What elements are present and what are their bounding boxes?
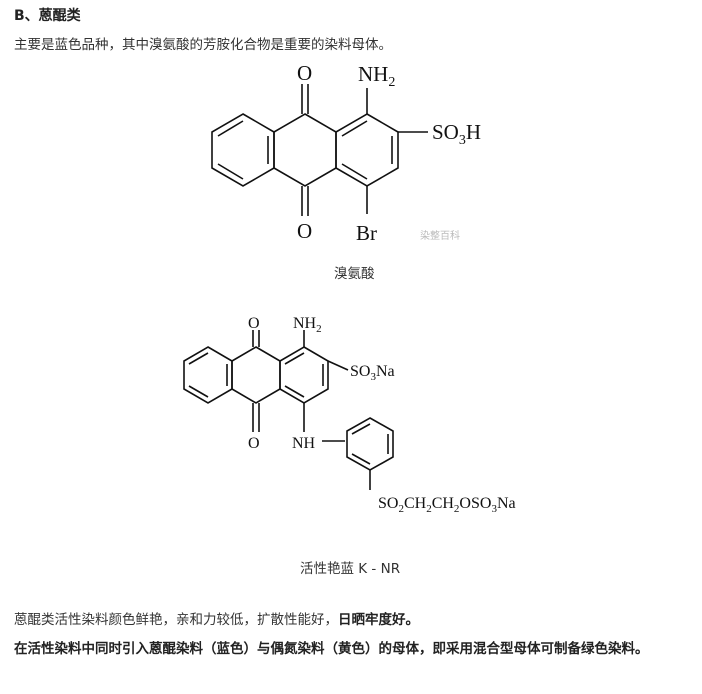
- structure2-caption: 活性艳蓝 K - NR: [300, 561, 401, 577]
- structure1-caption: 溴氨酸: [334, 266, 375, 282]
- bromine-label: Br: [356, 221, 377, 245]
- paragraph-properties: 蒽醌类活性染料颜色鲜艳，亲和力较低，扩散性能好，日晒牢度好。: [14, 610, 419, 630]
- amino-label: NH2: [358, 62, 395, 90]
- imino-label: NH: [292, 435, 316, 452]
- intro-text: 主要是蓝色品种，其中溴氨酸的芳胺化合物是重要的染料母体。: [14, 37, 392, 53]
- properties-bold-text: 日晒牢度好。: [338, 612, 419, 628]
- paragraph-green-dyes: 在活性染料中同时引入蒽醌染料（蓝色）与偶氮染料（黄色）的母体，即采用混合型母体可…: [14, 641, 649, 657]
- oxygen-top-label: O: [248, 315, 260, 332]
- structure-bromamine-acid: O O NH2 SO3H Br 染整百科: [211, 61, 481, 245]
- sulfonyl-chain-label: SO2CH2CH2OSO3Na: [378, 495, 516, 515]
- sulfonate-label: SO3Na: [350, 363, 395, 383]
- amino-label: NH2: [293, 315, 322, 335]
- oxygen-bottom-label: O: [248, 435, 260, 452]
- oxygen-top-label: O: [297, 61, 312, 85]
- properties-text: 蒽醌类活性染料颜色鲜艳，亲和力较低，扩散性能好，: [14, 612, 338, 628]
- watermark: 染整百科: [420, 229, 460, 242]
- section-heading: B、蒽醌类: [14, 8, 81, 24]
- oxygen-bottom-label: O: [297, 219, 312, 243]
- sulfonic-acid-label: SO3H: [432, 120, 481, 148]
- structure-reactive-brilliant-blue: O O NH2 SO3Na NH SO2CH2CH2OSO3Na: [183, 315, 516, 515]
